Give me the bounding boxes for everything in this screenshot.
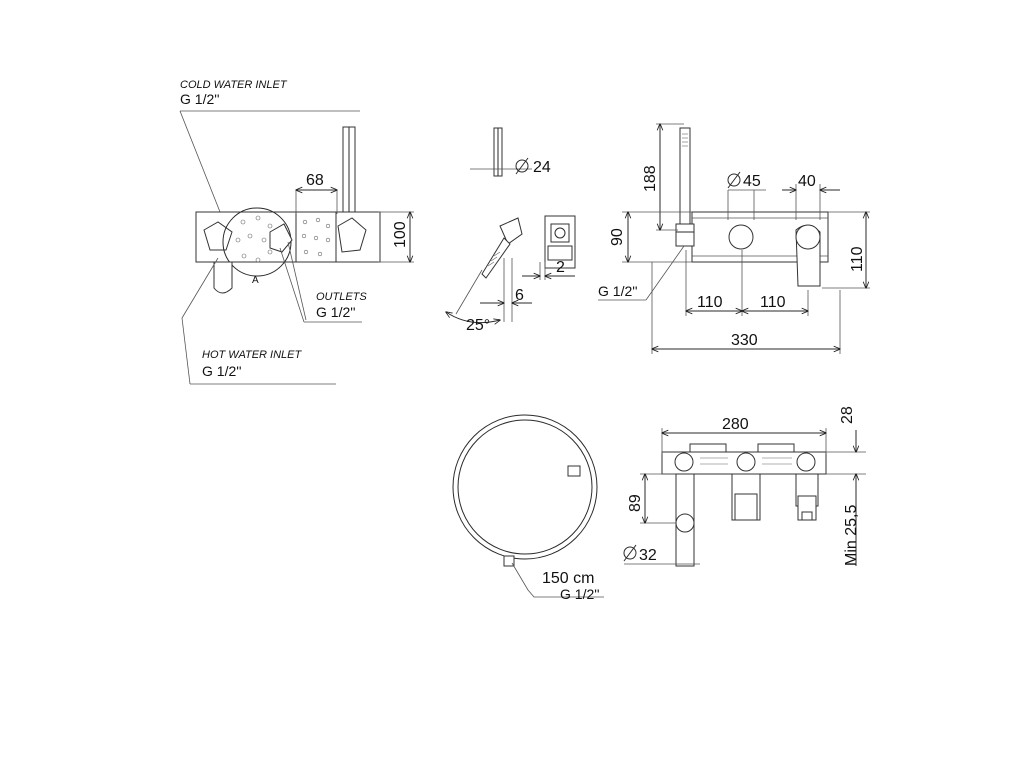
hose-thread-label: G 1/2'': [560, 586, 600, 602]
dim-280: 280: [722, 416, 749, 433]
dim-6: 6: [515, 287, 524, 304]
outlets-thread-label: G 1/2'': [316, 304, 356, 320]
dim-24: 24: [533, 159, 551, 176]
hot-water-inlet-label: HOT WATER INLET: [202, 349, 302, 361]
front-finished-view: 188 90 45 40 110 G 1/2'' 110: [598, 124, 870, 354]
dim-110-right: 110: [849, 246, 866, 272]
hose-view: 150 cm G 1/2'': [452, 414, 604, 602]
detail-marker-a: A: [252, 275, 259, 286]
dim-330: 330: [731, 332, 758, 349]
cold-water-thread-label: G 1/2'': [180, 91, 220, 107]
top-view: 280 28 Min 25,5 89 32: [623, 406, 866, 567]
dim-45: 45: [743, 173, 761, 190]
side-thread-label: G 1/2'': [598, 283, 638, 299]
dim-68: 68: [306, 172, 324, 189]
dim-min-25-5: Min 25,5: [843, 505, 860, 566]
dim-32: 32: [639, 547, 657, 564]
dim-89: 89: [627, 494, 644, 512]
dim-90: 90: [609, 228, 626, 246]
side-view: 24 2 6 25°: [446, 127, 576, 334]
dim-28: 28: [839, 406, 856, 424]
front-rough-in-view: COLD WATER INLET G 1/2'' A: [179, 79, 414, 385]
dim-100: 100: [392, 221, 409, 248]
cold-water-inlet-label: COLD WATER INLET: [180, 79, 288, 91]
outlets-label: OUTLETS: [316, 291, 367, 303]
hose-length-label: 150 cm: [542, 570, 594, 587]
dim-25deg: 25°: [466, 317, 490, 334]
dim-40: 40: [798, 173, 816, 190]
dim-188: 188: [642, 165, 659, 192]
dim-110-a: 110: [697, 294, 723, 311]
dim-2: 2: [556, 259, 565, 276]
dim-110-b: 110: [760, 294, 786, 311]
hot-water-thread-label: G 1/2'': [202, 363, 242, 379]
